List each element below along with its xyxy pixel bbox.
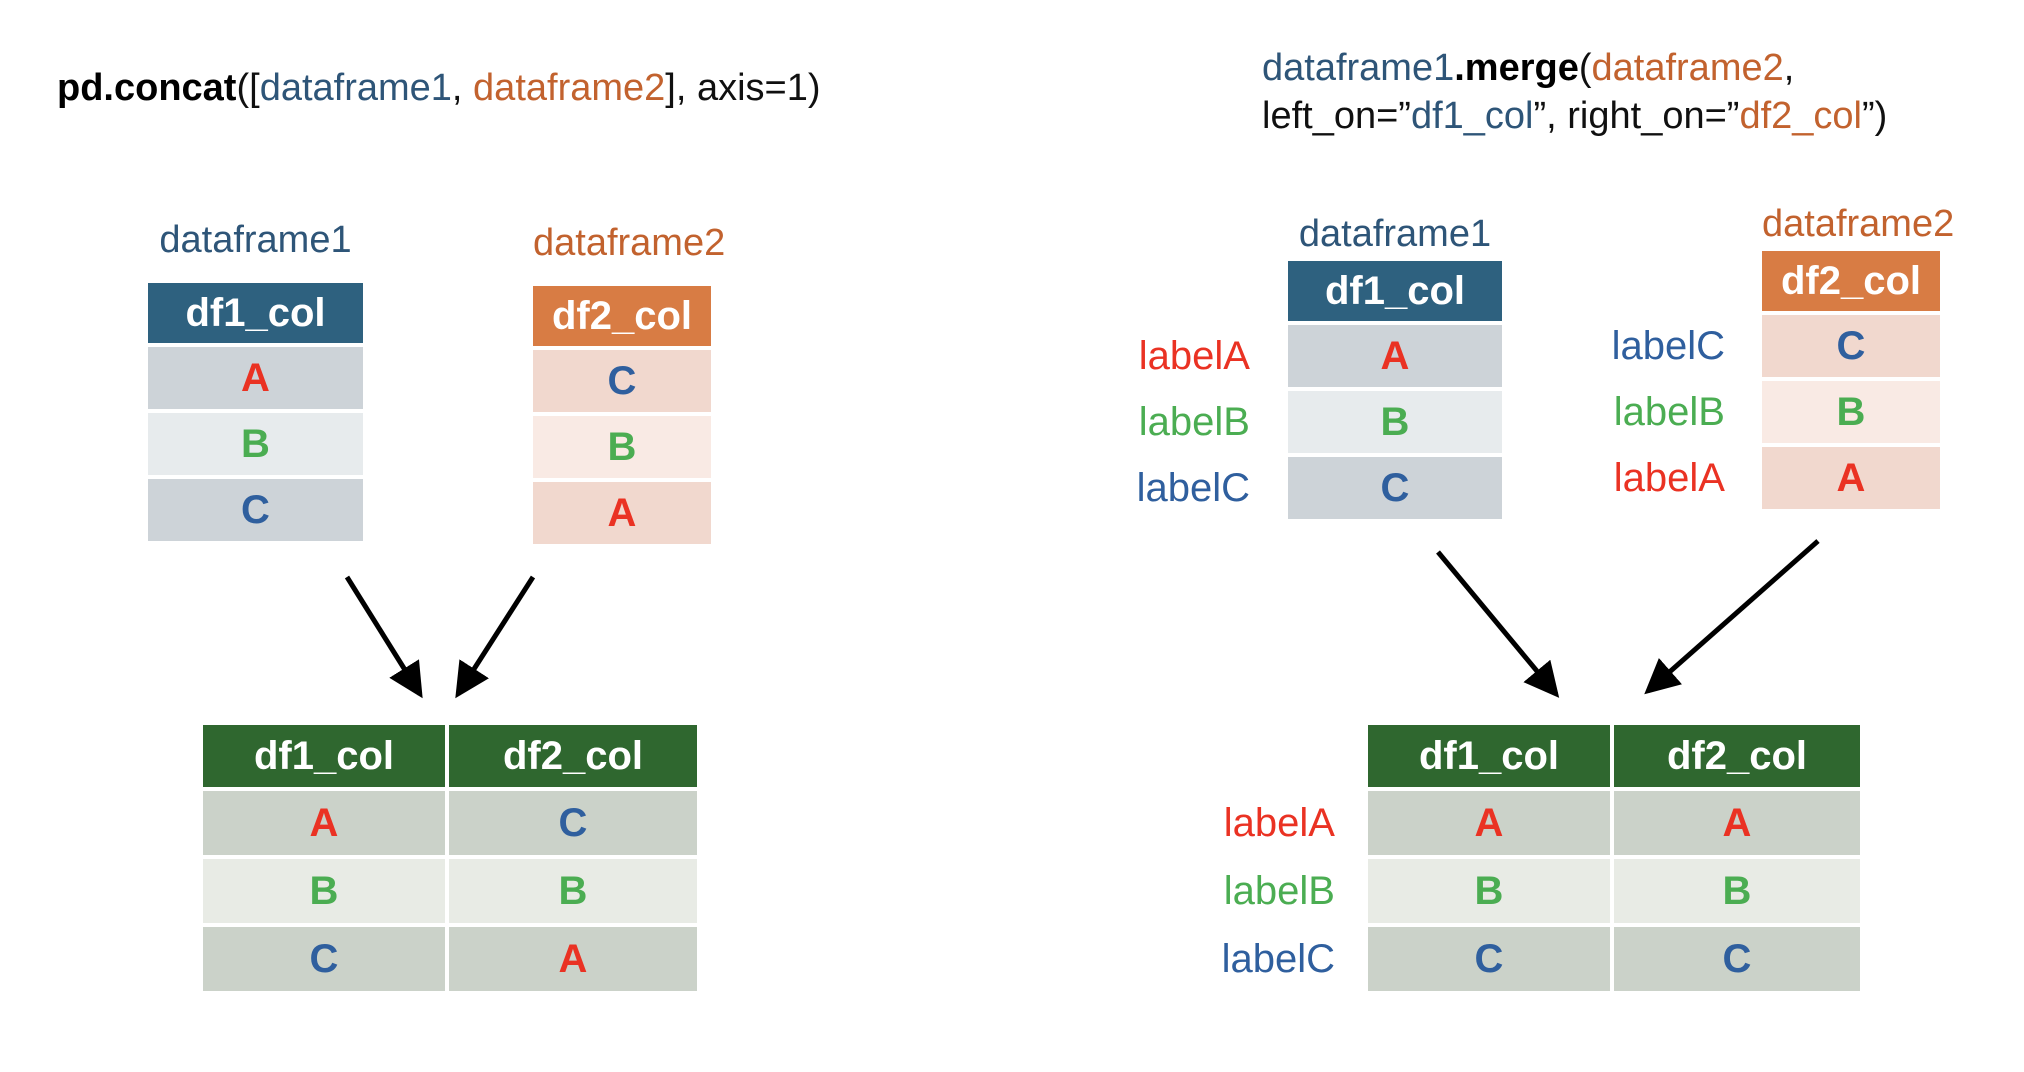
merge-result-row-label: labelB	[1223, 868, 1335, 913]
concat-code-arg2: dataframe2	[473, 67, 666, 109]
concat-result-cell: A	[449, 927, 697, 991]
right-df1-row-label: labelC	[1136, 465, 1250, 510]
concat-result-cell: B	[203, 859, 445, 923]
right-df2-table: df2_col C B A	[1762, 251, 1940, 509]
right-df2-cell: C	[1762, 315, 1940, 377]
merge-code: dataframe1.merge(dataframe2, left_on=”df1…	[1262, 44, 1887, 140]
merge-result-cell: A	[1368, 791, 1610, 855]
concat-code-function: pd.concat	[57, 67, 237, 109]
right-df2-row-label: labelC	[1611, 323, 1725, 368]
left-df2-cell: A	[533, 482, 711, 544]
merge-result-row-label: labelA	[1223, 800, 1335, 845]
merge-code-left-on: left_on=”	[1262, 95, 1411, 137]
right-df2-header-cell: df2_col	[1762, 251, 1940, 311]
left-df2-cell: B	[533, 416, 711, 478]
merge-result-header-df2: df2_col	[1614, 725, 1860, 787]
concat-result-col-df2: df2_col C B A	[449, 725, 697, 991]
right-df1-cell: A	[1288, 325, 1502, 387]
concat-code-separator: ,	[451, 67, 474, 109]
concat-result-cell: B	[449, 859, 697, 923]
merge-result-header-df1: df1_col	[1368, 725, 1610, 787]
left-df1-header-cell: df1_col	[148, 283, 363, 343]
left-df1-cell: A	[148, 347, 363, 409]
concat-arrow-from-df1	[344, 575, 423, 699]
concat-result-header-df2: df2_col	[449, 725, 697, 787]
right-df2-row-label: labelA	[1613, 455, 1725, 500]
right-df1-cell: C	[1288, 457, 1502, 519]
merge-result-cell: B	[1614, 859, 1860, 923]
merge-code-arg1: dataframe1	[1262, 47, 1455, 89]
merge-arrow-from-df2	[1644, 539, 1820, 695]
concat-result-cell: C	[449, 791, 697, 855]
merge-code-function: .merge	[1454, 47, 1579, 89]
left-df2-cell: C	[533, 350, 711, 412]
merge-code-right-on: ”, right_on=”	[1533, 95, 1740, 137]
merge-result-cell: C	[1614, 927, 1860, 991]
right-df1-row-label: labelA	[1138, 333, 1250, 378]
concat-result-col-df1: df1_col A B C	[203, 725, 445, 991]
right-df1-table: df1_col A B C	[1288, 261, 1502, 519]
left-df2-header-cell: df2_col	[533, 286, 711, 346]
merge-code-arg2: dataframe2	[1591, 47, 1784, 89]
merge-code-left-on-value: df1_col	[1410, 95, 1534, 137]
concat-code-arg1: dataframe1	[259, 67, 452, 109]
concat-result-cell: C	[203, 927, 445, 991]
merge-code-paren-open: (	[1578, 47, 1592, 89]
right-df1-cell: B	[1288, 391, 1502, 453]
merge-code-comma: ,	[1783, 47, 1795, 89]
right-df2-cell: A	[1762, 447, 1940, 509]
right-df1-header-cell: df1_col	[1288, 261, 1502, 321]
left-df1-title: dataframe1	[159, 219, 352, 261]
concat-code: pd.concat([dataframe1, dataframe2], axis…	[57, 64, 821, 112]
merge-result-col-df1: df1_col A B C	[1368, 725, 1610, 991]
left-df1-cell: B	[148, 413, 363, 475]
right-df2-title: dataframe2	[1762, 203, 1955, 245]
left-df1-table: df1_col A B C	[148, 283, 363, 541]
right-df2-row-label: labelB	[1613, 389, 1725, 434]
right-df1-title: dataframe1	[1298, 213, 1492, 255]
concat-result-cell: A	[203, 791, 445, 855]
concat-code-bracket-open: ([	[236, 67, 260, 109]
right-df2-cell: B	[1762, 381, 1940, 443]
left-df2-table: df2_col C B A	[533, 286, 711, 544]
merge-code-close: ”)	[1862, 95, 1888, 137]
concat-code-close: ], axis=1)	[665, 67, 821, 109]
merge-arrow-from-df1	[1436, 550, 1560, 698]
merge-code-right-on-value: df2_col	[1739, 95, 1862, 137]
left-df2-title: dataframe2	[533, 222, 726, 264]
merge-result-cell: A	[1614, 791, 1860, 855]
merge-result-col-df2: df2_col A B C	[1614, 725, 1860, 991]
concat-result-header-df1: df1_col	[203, 725, 445, 787]
right-df1-row-label: labelB	[1138, 399, 1250, 444]
left-df1-cell: C	[148, 479, 363, 541]
merge-result-cell: B	[1368, 859, 1610, 923]
merge-result-cell: C	[1368, 927, 1610, 991]
merge-result-row-label: labelC	[1221, 936, 1335, 981]
concat-arrow-from-df2	[455, 575, 536, 699]
